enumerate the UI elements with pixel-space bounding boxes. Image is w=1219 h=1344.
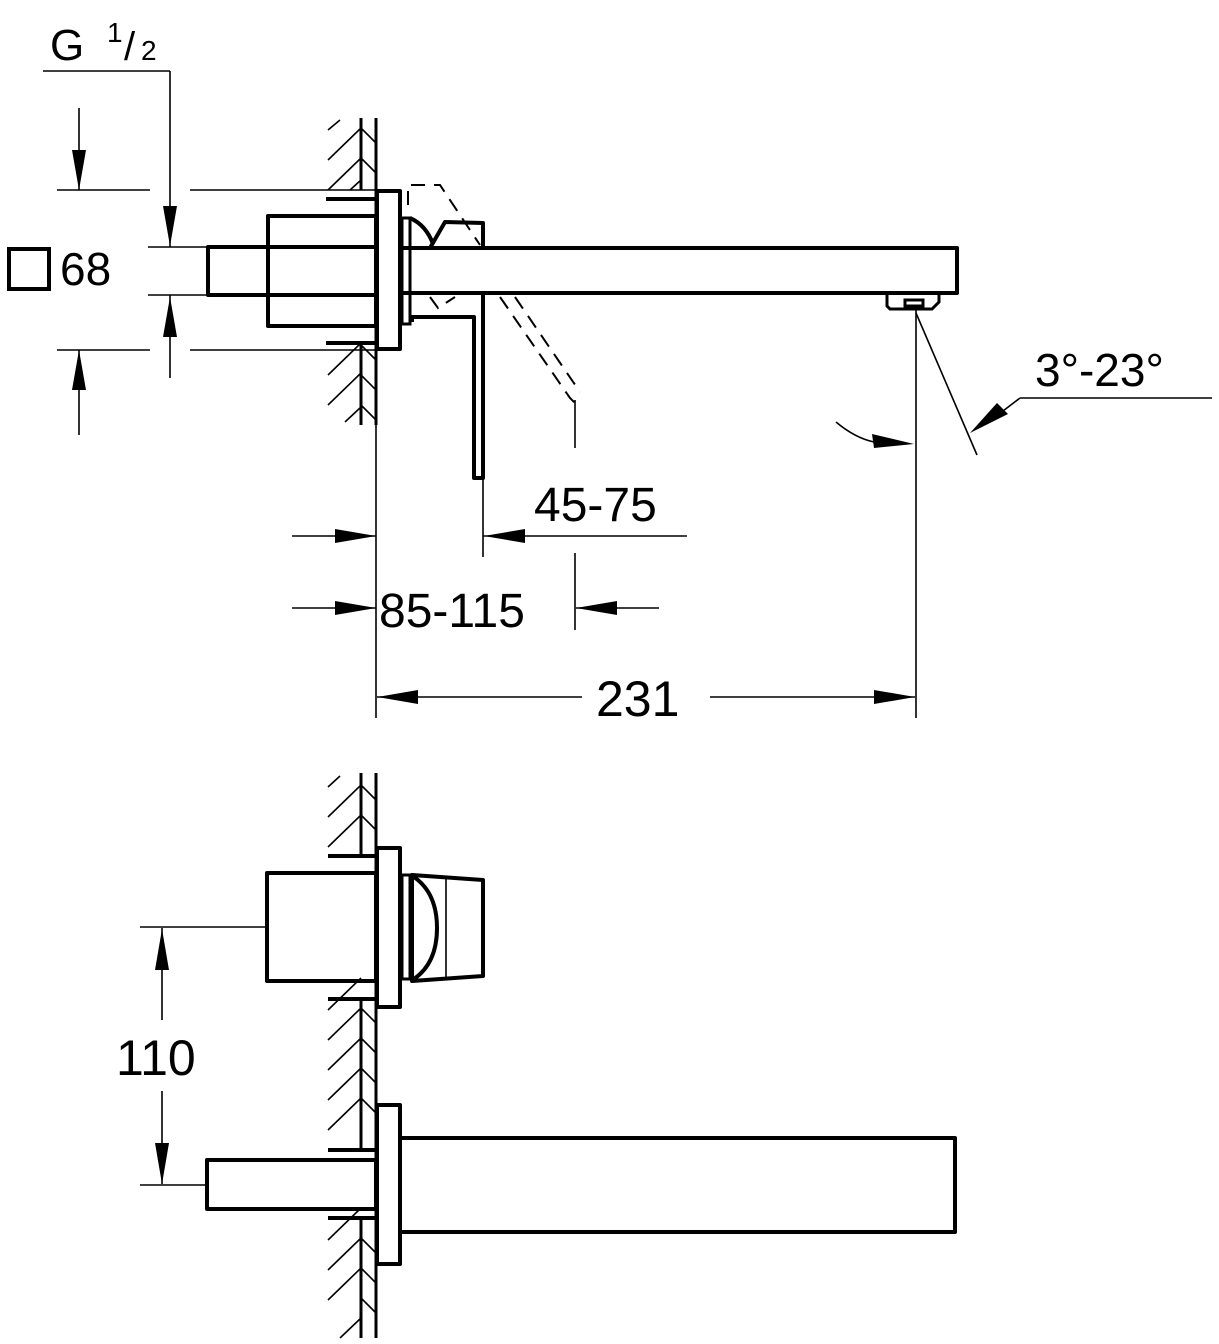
rosette-dimension: 68	[7, 108, 376, 435]
thread-label-slash: /	[124, 25, 136, 69]
spout-inlet-pipe	[205, 1158, 378, 1211]
mixer-handle	[410, 873, 485, 983]
concealed-body	[266, 214, 378, 328]
wall-depth-dimension: 85-115	[292, 553, 659, 638]
thread-label-prefix: G	[50, 21, 84, 70]
side-view: 110	[116, 773, 957, 1339]
thread-label-numerator: 1	[107, 17, 123, 48]
rosette-plate	[375, 189, 402, 351]
outlet-spacing-dimension: 110	[116, 926, 267, 1186]
outlet-spacing-label: 110	[116, 1030, 196, 1086]
mixer-body	[265, 871, 378, 983]
spout-length-dimension: 231	[375, 309, 917, 727]
handle-projection-label: 45-75	[534, 479, 657, 532]
mixer-rosette	[375, 846, 402, 1009]
square-icon	[7, 247, 51, 291]
inlet-pipe	[206, 245, 378, 297]
spout-angle-dimension: 3°-23°	[835, 312, 1212, 456]
wall-hatch-top	[326, 118, 378, 425]
aerator	[885, 295, 941, 311]
spout-rosette	[375, 1103, 402, 1266]
handle-projection-dimension: 45-75	[292, 478, 687, 557]
spout-angle-label: 3°-23°	[1035, 344, 1164, 396]
top-view: G 1 / 2 68 45-75	[7, 17, 1212, 727]
wall-hatch-bottom	[327, 773, 378, 1339]
spout-side	[402, 1136, 957, 1234]
thread-dimension: G 1 / 2	[43, 17, 208, 378]
spout	[400, 246, 959, 295]
rosette-size-label: 68	[60, 243, 111, 295]
spout-length-label: 231	[596, 671, 679, 727]
thread-label-denominator: 2	[141, 35, 157, 66]
wall-depth-label: 85-115	[379, 585, 525, 638]
